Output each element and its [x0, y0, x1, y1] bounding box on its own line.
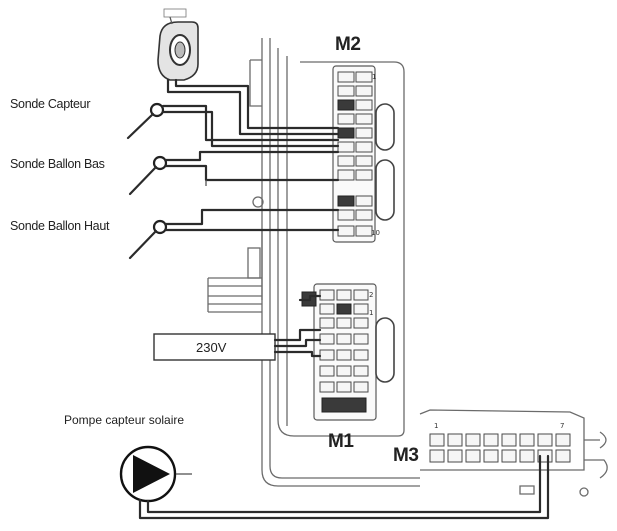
module-m2-label: M2 — [335, 34, 360, 55]
pump-arrow-icon — [133, 455, 170, 493]
solar-pump: Pompe capteur solaire — [64, 413, 550, 520]
m1-terminal-number-lower: 1 — [369, 309, 373, 317]
ribbon-connector — [207, 277, 262, 313]
m2-terminal-number-bottom: 10 — [371, 229, 380, 237]
m2-terminal-block: 1 10 — [332, 65, 395, 243]
sonde-ballon-haut-label: Sonde Ballon Haut — [10, 219, 110, 233]
sonde-ballon-bas: Sonde Ballon Bas — [10, 150, 340, 196]
module-m1-label: M1 — [328, 431, 354, 452]
m3-terminal-number-right: 7 — [560, 422, 564, 430]
power-supply-label: 230V — [196, 340, 227, 355]
screw-icon — [252, 196, 264, 208]
m3-terminal-number-left: 1 — [434, 422, 438, 430]
m1-terminal-block: 2 1 — [301, 283, 395, 421]
power-supply-box — [153, 333, 276, 361]
module-m3-label: M3 — [393, 445, 418, 466]
solar-pump-label: Pompe capteur solaire — [64, 413, 184, 427]
controller-housing — [207, 38, 420, 487]
m1-terminal-number-upper: 2 — [369, 291, 373, 299]
sonde-capteur-label: Sonde Capteur — [10, 97, 90, 111]
probe-icon — [152, 155, 168, 171]
top-sensor-device — [157, 8, 340, 136]
sonde-ballon-bas-label: Sonde Ballon Bas — [10, 157, 105, 171]
probe-icon — [152, 219, 168, 235]
probe-icon — [149, 102, 165, 118]
m2-terminal-number-top: 1 — [372, 73, 376, 81]
sonde-ballon-haut: Sonde Ballon Haut — [10, 208, 340, 260]
sonde-capteur: Sonde Capteur — [10, 97, 340, 148]
power-supply-230v: 230V — [153, 294, 322, 361]
screw-icon — [579, 487, 589, 497]
m3-terminal-strip: 1 7 — [419, 409, 608, 497]
